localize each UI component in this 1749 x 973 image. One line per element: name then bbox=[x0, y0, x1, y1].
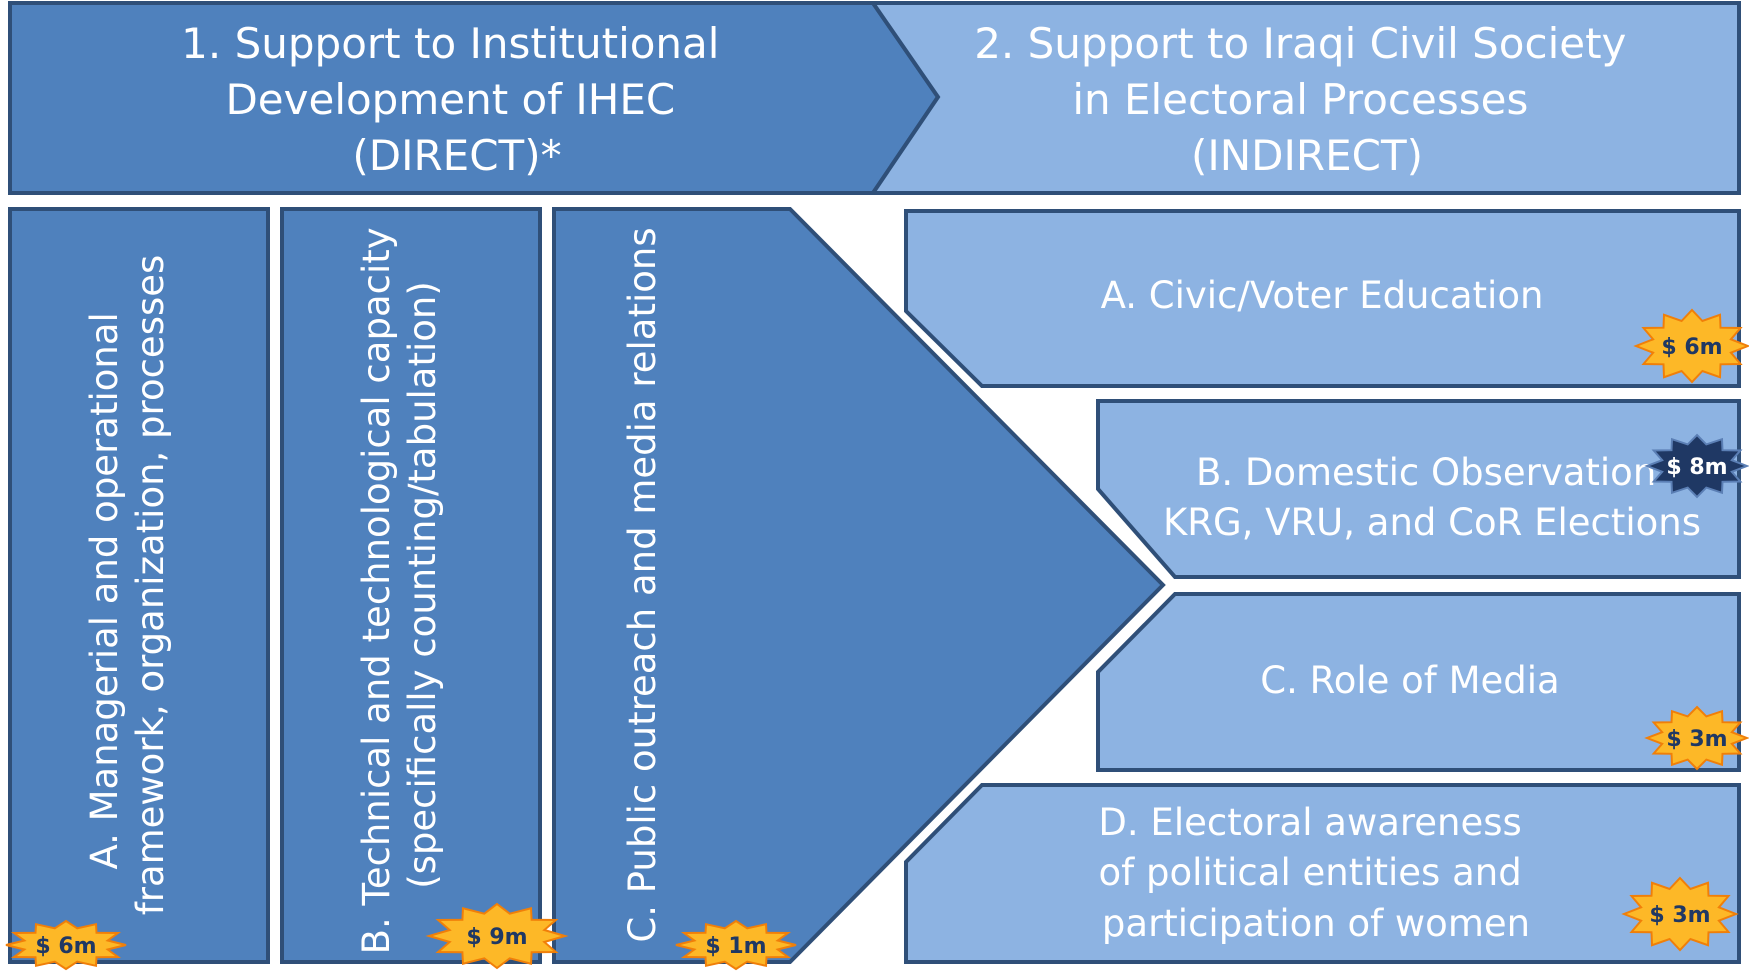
budget-badge-indirect-d: $ 3m bbox=[1621, 876, 1739, 952]
budget-badge-direct-b: $ 9m bbox=[425, 902, 569, 970]
budget-badge-indirect-a: $ 6m bbox=[1633, 308, 1749, 384]
svg-text:$ 3m: $ 3m bbox=[1649, 903, 1710, 928]
budget-badge-indirect-c: $ 3m bbox=[1644, 705, 1749, 771]
starburst-shape bbox=[1644, 705, 1749, 771]
starburst-shape bbox=[425, 902, 569, 970]
svg-text:$ 8m: $ 8m bbox=[1666, 455, 1727, 480]
svg-text:$ 9m: $ 9m bbox=[466, 925, 527, 950]
starburst-shape bbox=[675, 919, 797, 971]
indirect-item-b-label: B. Domestic Observation KRG, VRU, and Co… bbox=[1163, 451, 1701, 544]
direct-item-c-arrow bbox=[552, 207, 1166, 964]
svg-text:$ 6m: $ 6m bbox=[1661, 335, 1722, 360]
direct-item-a-label: A. Managerial and operational framework,… bbox=[83, 255, 172, 916]
starburst-shape bbox=[1621, 876, 1739, 952]
svg-text:$ 3m: $ 3m bbox=[1666, 727, 1727, 752]
header-direct-title: 1. Support to Institutional Development … bbox=[181, 19, 733, 180]
budget-badge-direct-c: $ 1m bbox=[675, 919, 797, 971]
direct-item-a-box bbox=[8, 207, 270, 964]
budget-badge-indirect-b: $ 8m bbox=[1644, 433, 1749, 499]
indirect-item-a-box bbox=[904, 209, 1741, 388]
indirect-item-d-label: D. Electoral awareness of political enti… bbox=[1098, 801, 1533, 945]
indirect-item-a-label: A. Civic/Voter Education bbox=[1101, 274, 1544, 317]
direct-item-b-box bbox=[280, 207, 542, 964]
budget-badge-direct-a: $ 6m bbox=[5, 919, 127, 971]
svg-text:$ 6m: $ 6m bbox=[35, 934, 96, 959]
starburst-shape bbox=[1644, 433, 1749, 499]
header-indirect-shape bbox=[869, 1, 1741, 195]
indirect-item-d-box bbox=[904, 783, 1741, 964]
starburst-shape bbox=[5, 919, 127, 971]
starburst-shape bbox=[1633, 308, 1749, 384]
direct-item-b-label: B. Technical and technological capacity … bbox=[355, 216, 444, 955]
header-indirect-title: 2. Support to Iraqi Civil Society in Ele… bbox=[974, 19, 1640, 180]
indirect-item-b-box bbox=[1096, 399, 1741, 579]
svg-text:$ 1m: $ 1m bbox=[705, 934, 766, 959]
indirect-item-c-box bbox=[1096, 592, 1741, 772]
direct-item-c-label: C. Public outreach and media relations bbox=[621, 227, 664, 942]
indirect-item-c-label: C. Role of Media bbox=[1260, 659, 1559, 702]
